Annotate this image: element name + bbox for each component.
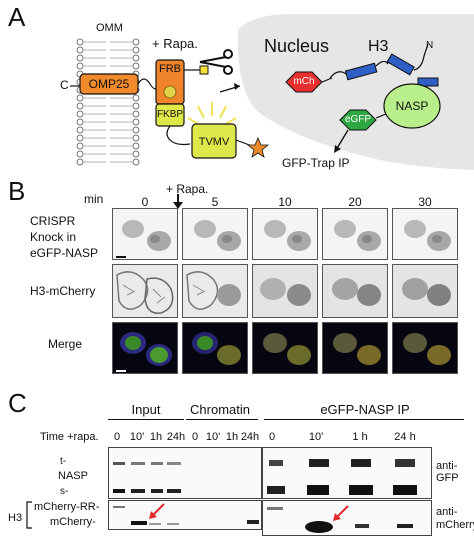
micrograph-h3-t10 [252,264,318,318]
rapa-label-a: + Rapa. [152,36,198,51]
egfp-hexagon [339,109,377,131]
lane-chromatin-10: 10' [205,431,221,443]
lane-ip-10: 10' [308,431,324,443]
timepoint-0: 0 [141,195,149,209]
nasp-label-a: NASP [395,99,429,113]
lane-input-10: 10' [129,431,145,443]
anti-mcherry-label: anti- mCherry [436,506,474,531]
ip-underline [264,419,464,420]
tvmv-box [191,123,237,159]
lane-input-0: 0 [113,431,121,443]
micrograph-merge-t20 [322,322,388,374]
timepoint-5: 5 [211,195,219,209]
timepoint-10: 10 [278,195,292,209]
tvmv-label: TVMV [198,136,230,148]
blot-gfp-ip [262,447,432,499]
nasp-ellipse [383,83,441,129]
h3-histone [329,43,439,87]
panel-a-letter: A [8,2,26,32]
rapa-label-b: + Rapa. [166,182,209,196]
s-marker-label: s- [60,486,69,497]
micrograph-h3-t20 [322,264,388,318]
timepoint-30: 30 [418,195,432,209]
scissors-icon [199,49,233,75]
mch-label: mCh [293,76,315,87]
row-label-crispr: CRISPR Knock in eGFP-NASP [30,214,99,260]
c-terminus-label: C [60,78,69,92]
lane-ip-24h: 24 h [394,431,416,443]
row-label-h3-mcherry: H3-mCherry [30,284,96,298]
blot-nasp-input-chromatin [108,447,262,499]
lane-ip-1h: 1 h [352,431,368,443]
h3-bracket [26,501,32,529]
rapa-arrow-icon [173,194,183,209]
egfp-label: eGFP [344,114,372,125]
lane-input-24h: 24h [166,431,186,443]
micrograph-h3-t30 [392,264,458,318]
min-label: min [84,192,104,206]
micrograph-egfp-t5 [182,208,248,260]
h3-label-c: H3 [8,512,23,524]
chromatin-underline [186,419,258,420]
nasp-label-c: NASP [58,470,88,482]
lane-chromatin-1h: 1h [225,431,239,443]
micrograph-egfp-t10 [252,208,318,260]
micrograph-h3-t5 [182,264,248,318]
star-icon [246,136,270,158]
input-underline [108,419,184,420]
mcherry-rr-label: mCherry-RR- [34,501,100,513]
micrograph-egfp-t20 [322,208,388,260]
input-label: Input [131,402,161,417]
nucleus-label: Nucleus [264,36,330,56]
t-marker-label: t- [60,456,67,467]
fkbp-label: FKBP [156,109,184,120]
chromatin-label: Chromatin [190,402,250,417]
ip-label: eGFP-NASP IP [320,402,410,417]
scale-bar-row3 [116,370,126,372]
gfp-trap-label: GFP-Trap IP [282,156,350,170]
h3-label-a: H3 [368,38,389,55]
micrograph-h3-t0 [112,264,178,318]
nucleus-shape [237,14,474,170]
n-terminus-label: N [426,40,434,51]
panel-c-letter: C [8,388,27,418]
time-label: Time +rapa. [40,431,99,443]
omp25-label: OMP25 [88,77,130,91]
blot-mcherry-input-chromatin [108,500,262,530]
mcherry-label: mCherry- [50,516,96,528]
anti-gfp-label: anti-GFP [436,460,459,484]
micrograph-egfp-t30 [392,208,458,260]
lane-input-1h: 1h [149,431,163,443]
micrograph-merge-t0 [112,322,178,374]
row-label-merge: Merge [48,337,83,351]
micrograph-merge-t5 [182,322,248,374]
frb-label: FRB [159,63,181,75]
lane-chromatin-24h: 24h [240,431,260,443]
red-arrow-icon-ip [333,505,349,521]
lane-chromatin-0: 0 [191,431,199,443]
omm-label: OMM [96,22,123,34]
timepoint-20: 20 [348,195,362,209]
micrograph-merge-t30 [392,322,458,374]
panel-a-diagram [70,14,474,170]
lane-ip-0: 0 [268,431,276,443]
blot-mcherry-ip [262,500,432,536]
panel-b-letter: B [8,176,26,206]
micrograph-merge-t10 [252,322,318,374]
red-arrow-icon-input [149,503,165,519]
scale-bar-row1 [116,256,126,258]
micrograph-egfp-t0 [112,208,178,260]
